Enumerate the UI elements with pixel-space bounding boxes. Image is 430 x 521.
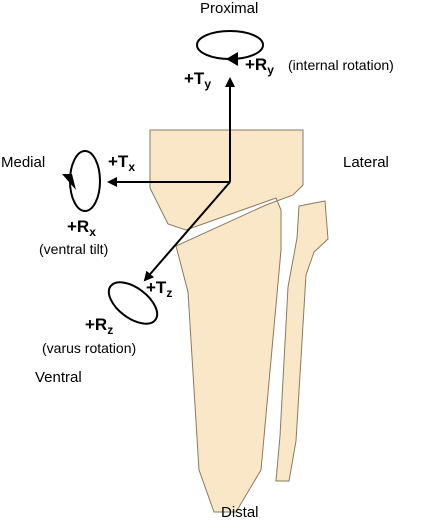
lateral-label: Lateral bbox=[343, 154, 389, 171]
rz-label: +Rz bbox=[85, 315, 113, 337]
fibula-bone bbox=[275, 200, 329, 482]
rx-description: (ventral tilt) bbox=[39, 241, 108, 257]
rz-description: (varus rotation) bbox=[42, 340, 136, 356]
tz-axis-arrow bbox=[143, 181, 231, 282]
medial-label: Medial bbox=[1, 154, 45, 171]
rx-rotation-ellipse bbox=[69, 150, 101, 212]
ry-rotation-arrowhead bbox=[226, 52, 238, 66]
rx-label: +Rx bbox=[67, 217, 96, 239]
tx-label: +Tx bbox=[108, 152, 135, 174]
tibia-bone bbox=[149, 129, 304, 513]
tz-label: +Tz bbox=[146, 278, 172, 300]
rx-rotation-arrowhead bbox=[62, 174, 76, 190]
ventral-label: Ventral bbox=[35, 369, 82, 386]
ry-label: +Ry bbox=[245, 55, 274, 77]
ry-description: (internal rotation) bbox=[288, 57, 394, 73]
distal-label: Distal bbox=[221, 504, 259, 521]
rz-rotation-ellipse bbox=[107, 281, 159, 325]
proximal-label: Proximal bbox=[200, 0, 258, 17]
ty-label: +Ty bbox=[184, 69, 211, 91]
